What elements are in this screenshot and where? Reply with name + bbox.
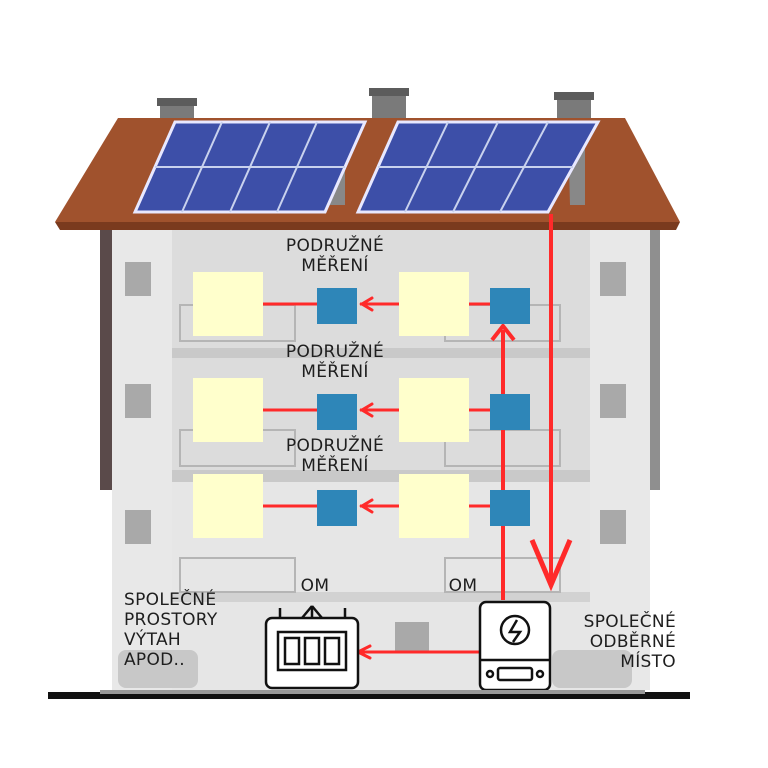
column-left — [112, 222, 172, 690]
floor-slab-1 — [112, 348, 650, 358]
car — [118, 650, 198, 688]
apartment-box — [399, 378, 469, 442]
apartment-box — [193, 272, 263, 336]
sub-meter — [490, 490, 530, 526]
om-label-left: OM — [300, 576, 330, 596]
common-spaces-label: SPOLEČNÉ PROSTORY VÝTAH APOD.. — [124, 590, 218, 670]
ground-line — [48, 692, 690, 699]
sub-meter — [317, 394, 357, 430]
common-point-label: SPOLEČNÉ ODBĚRNÉ MÍSTO — [583, 612, 676, 672]
sub-meters — [317, 288, 530, 526]
power-lines — [263, 302, 490, 508]
sub-meter — [490, 288, 530, 324]
windows — [125, 262, 626, 652]
submeter-label-2: PODRUŽNÉ MĚŘENÍ — [285, 342, 385, 382]
apartments — [193, 272, 469, 538]
chimney — [554, 92, 594, 100]
pavement — [100, 690, 645, 694]
submeter-label-1: PODRUŽNÉ MĚŘENÍ — [285, 236, 385, 276]
window — [600, 262, 626, 296]
chimney — [157, 98, 197, 106]
riser-arrowhead — [490, 322, 516, 342]
common-point-meter-icon — [478, 600, 552, 692]
floor-slab-3 — [112, 592, 650, 602]
building-body — [100, 220, 660, 690]
submeter-label-3: PODRUŽNÉ MĚŘENÍ — [285, 436, 385, 476]
apartment-box — [399, 272, 469, 336]
apartment-box — [193, 378, 263, 442]
cars — [118, 650, 632, 688]
window — [125, 510, 151, 544]
sub-meter — [490, 394, 530, 430]
apartment-box — [193, 474, 263, 538]
window — [600, 510, 626, 544]
solar-panel-left — [132, 120, 368, 214]
window — [125, 262, 151, 296]
roof-shadow — [55, 222, 680, 230]
window — [600, 384, 626, 418]
car — [552, 650, 632, 688]
window — [125, 384, 151, 418]
om-label-right: OM — [448, 576, 478, 596]
om-meter-icon — [264, 605, 360, 690]
window — [395, 622, 429, 652]
pv-feed-arrowhead — [529, 539, 573, 592]
solar-panel-right — [355, 120, 601, 214]
balcony-railing — [179, 557, 296, 593]
sub-meter — [317, 490, 357, 526]
column-right — [590, 222, 650, 690]
sub-meter — [317, 288, 357, 324]
apartment-box — [399, 474, 469, 538]
chimney — [369, 88, 409, 96]
